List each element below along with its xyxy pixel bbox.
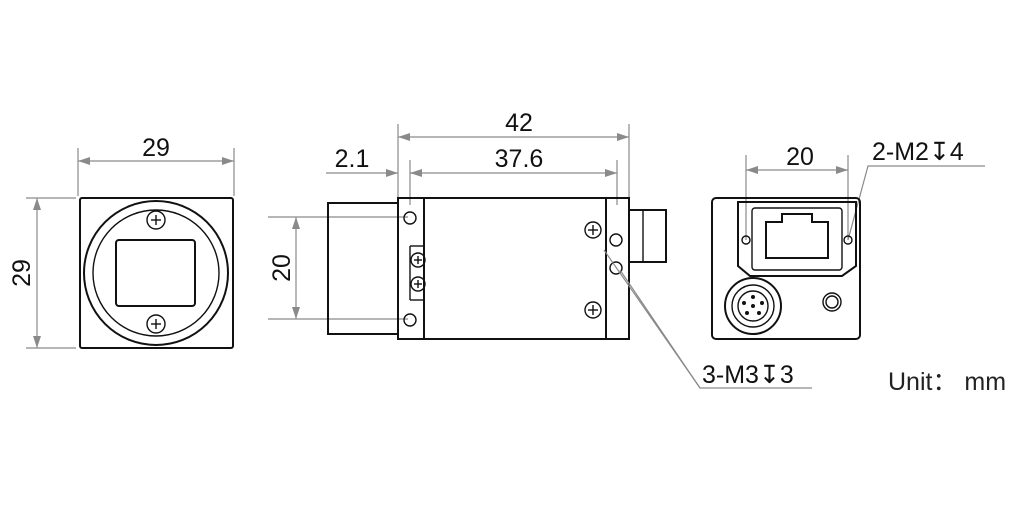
mount-hole-icon xyxy=(843,235,853,245)
side-body-length-label: 37.6 xyxy=(495,145,544,173)
rear-housing xyxy=(711,197,861,340)
front-flange xyxy=(397,197,425,340)
rear-view: 20 2-M2↧4 xyxy=(711,138,985,340)
side-hole-callout: 3-M3↧3 xyxy=(702,361,794,389)
mount-hole-icon xyxy=(403,211,417,225)
circular-io-connector-icon xyxy=(724,277,782,335)
rear-connector-profile xyxy=(629,209,667,263)
screw-icon xyxy=(146,210,166,230)
rear-hole-callout: 2-M2↧4 xyxy=(872,138,964,166)
rear-plate xyxy=(605,197,630,340)
screw-icon xyxy=(410,252,426,268)
screw-icon xyxy=(584,221,602,239)
rj45-port-icon xyxy=(765,213,829,259)
side-total-length-label: 42 xyxy=(505,109,533,137)
front-view: 29 29 xyxy=(8,134,235,349)
mount-hole-icon xyxy=(609,261,623,275)
mount-hole-icon xyxy=(741,235,751,245)
screw-icon xyxy=(146,314,166,334)
side-view: 42 37.6 2.1 20 xyxy=(268,109,812,389)
mount-hole-icon xyxy=(609,233,623,247)
screw-icon xyxy=(410,276,426,292)
screw-icon xyxy=(584,301,602,319)
side-flange-label: 2.1 xyxy=(335,145,370,173)
sensor-window xyxy=(115,239,196,307)
side-hole-spacing-label: 20 xyxy=(268,254,296,282)
rj45-recess xyxy=(737,201,857,277)
rear-hole-callout-leader xyxy=(847,165,985,241)
front-height-label: 29 xyxy=(8,259,36,287)
lens-barrel xyxy=(327,202,399,335)
camera-body xyxy=(423,197,607,340)
front-width-label: 29 xyxy=(142,134,170,162)
lens-mount-inner-ring xyxy=(92,209,220,337)
unit-label: Unit： mm xyxy=(888,368,1006,396)
lens-mount-outer-ring xyxy=(83,200,229,346)
mount-hole-icon xyxy=(403,313,417,327)
front-housing xyxy=(79,197,234,349)
rear-hole-spacing-label: 20 xyxy=(786,143,814,171)
status-led-icon xyxy=(822,292,842,312)
